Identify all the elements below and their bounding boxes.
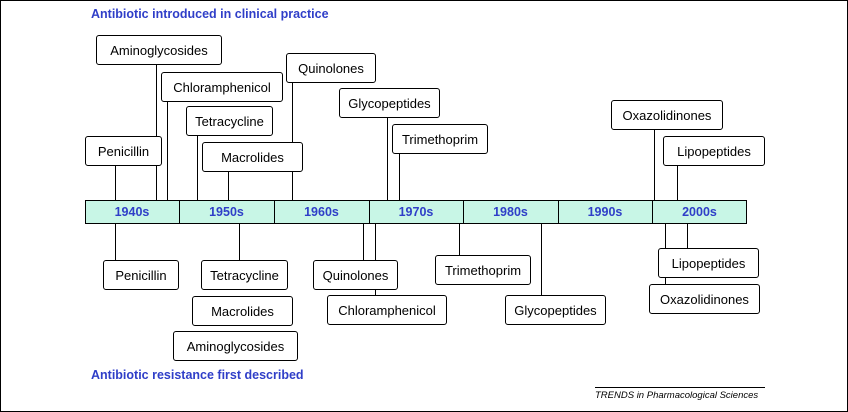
- connector-introduced-quinolones: [292, 82, 293, 200]
- decade-label-1960s: 1960s: [304, 205, 339, 219]
- resistance-oxazolidinones-box: Oxazolidinones: [649, 284, 760, 314]
- introduced-chloramphenicol-box: Chloramphenicol: [161, 72, 283, 102]
- connector-introduced-trimethoprim: [399, 153, 400, 200]
- connector-resistance-chloramphenicol: [375, 224, 376, 295]
- resistance-trimethoprim-box: Trimethoprim: [435, 255, 531, 285]
- introduced-heading: Antibiotic introduced in clinical practi…: [91, 7, 329, 21]
- connector-resistance-tetracycline: [239, 224, 240, 260]
- resistance-macrolides-box: Macrolides: [192, 296, 293, 326]
- resistance-lipopeptides-box: Lipopeptides: [658, 248, 759, 278]
- introduced-aminoglycosides-box: Aminoglycosides: [96, 35, 222, 65]
- decade-label-1950s: 1950s: [209, 205, 244, 219]
- connector-introduced-macrolides: [228, 171, 229, 200]
- introduced-lipopeptides-box: Lipopeptides: [663, 136, 765, 166]
- introduced-trimethoprim-box: Trimethoprim: [392, 124, 488, 154]
- decade-label-2000s: 2000s: [682, 205, 717, 219]
- resistance-penicillin-box: Penicillin: [103, 260, 179, 290]
- introduced-penicillin-box: Penicillin: [85, 136, 162, 166]
- introduced-glycopeptides-box: Glycopeptides: [339, 88, 440, 118]
- decade-separator: [652, 200, 653, 224]
- introduced-macrolides-box: Macrolides: [202, 142, 303, 172]
- source-credit: TRENDS in Pharmacological Sciences: [595, 387, 765, 401]
- resistance-glycopeptides-box: Glycopeptides: [505, 295, 606, 325]
- resistance-heading: Antibiotic resistance first described: [91, 368, 304, 382]
- decade-separator: [463, 200, 464, 224]
- decade-separator: [558, 200, 559, 224]
- connector-introduced-aminoglycosides: [156, 64, 157, 200]
- decade-separator: [179, 200, 180, 224]
- connector-resistance-lipopeptides: [687, 224, 688, 248]
- decade-label-1990s: 1990s: [587, 205, 623, 219]
- decade-label-1970s: 1970s: [398, 205, 434, 219]
- connector-introduced-oxazolidinones: [654, 129, 655, 200]
- introduced-tetracycline-box: Tetracycline: [186, 106, 273, 136]
- connector-introduced-tetracycline: [197, 135, 198, 200]
- resistance-quinolones-box: Quinolones: [313, 260, 398, 290]
- introduced-oxazolidinones-box: Oxazolidinones: [611, 100, 723, 130]
- resistance-aminoglycosides-box: Aminoglycosides: [173, 331, 298, 361]
- connector-introduced-penicillin: [115, 166, 116, 200]
- decade-separator: [369, 200, 370, 224]
- connector-resistance-quinolones: [363, 224, 364, 260]
- resistance-chloramphenicol-box: Chloramphenicol: [327, 295, 447, 325]
- resistance-tetracycline-box: Tetracycline: [201, 260, 288, 290]
- connector-introduced-lipopeptides: [677, 166, 678, 200]
- connector-introduced-glycopeptides: [387, 117, 388, 200]
- connector-resistance-glycopeptides: [541, 224, 542, 295]
- decade-label-1980s: 1980s: [493, 205, 528, 219]
- connector-resistance-trimethoprim: [459, 224, 460, 255]
- decade-separator: [274, 200, 275, 224]
- connector-resistance-penicillin: [115, 224, 116, 260]
- connector-introduced-chloramphenicol: [167, 101, 168, 200]
- decade-label-1940s: 1940s: [114, 205, 150, 219]
- timeline-band: [85, 200, 747, 224]
- introduced-quinolones-box: Quinolones: [286, 53, 376, 83]
